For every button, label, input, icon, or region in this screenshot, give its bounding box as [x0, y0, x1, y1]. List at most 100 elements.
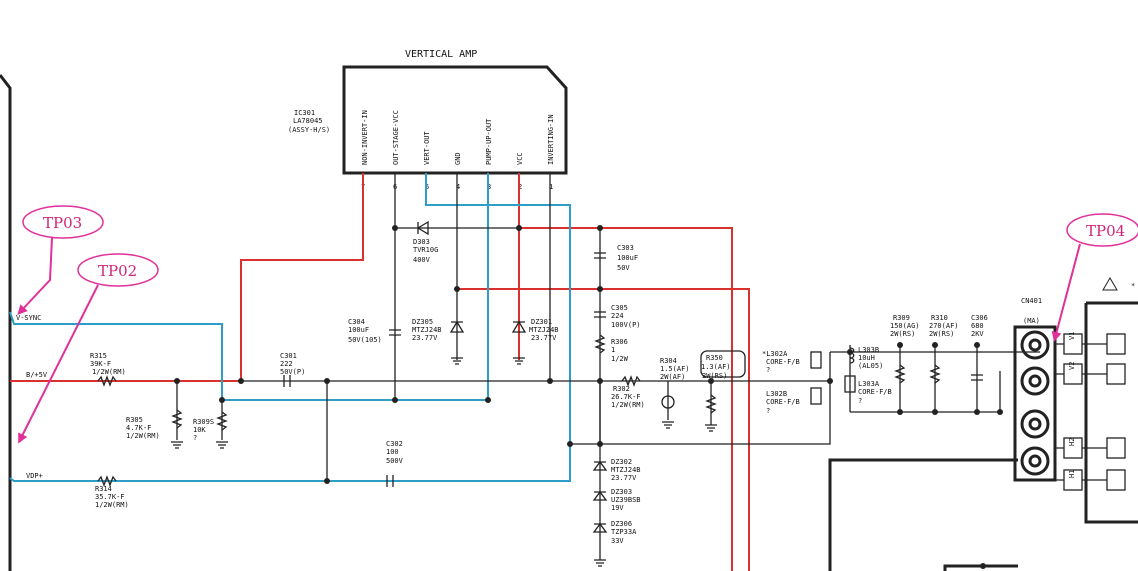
- component-symbols: [97, 220, 983, 533]
- r309-rating: 2W(RS): [890, 330, 915, 338]
- dz303-zener-icon: [592, 490, 608, 501]
- pin-label: NON-INVERT-IN: [361, 110, 369, 165]
- dz306-zener-icon: [592, 522, 608, 533]
- l302a-ref: *L302A: [762, 350, 788, 358]
- r306-ref: R306: [611, 338, 628, 346]
- c301-capacitor-icon: [283, 375, 291, 387]
- left-module-outline: [0, 74, 12, 571]
- ic-ref: IC301: [294, 109, 315, 117]
- connector-traces: [828, 458, 1018, 571]
- dz302-zener-icon: [592, 460, 608, 471]
- dz301-value: MTZJ24B: [529, 326, 559, 334]
- cn401-value: (MA): [1023, 317, 1040, 325]
- pin-label: OUT-STAGE-VCC: [392, 110, 400, 165]
- c304-rating: 50V(105): [348, 336, 382, 344]
- c304-value: 100uF: [348, 326, 369, 334]
- r309s-value: 10K: [193, 426, 206, 434]
- tp02-callout: TP02: [18, 253, 159, 444]
- c305-capacitor-icon: [594, 311, 606, 318]
- c306-value: 680: [971, 322, 984, 330]
- ic-assy: (ASSY-H/S): [288, 126, 330, 134]
- r350-resistor-icon: [705, 394, 717, 414]
- r309-value: 150(AG): [890, 322, 920, 330]
- dz303-rating: 19V: [611, 504, 624, 512]
- l302b-rating: ?: [766, 407, 770, 415]
- l302b-ref: L302B: [766, 390, 787, 398]
- c305-value: 224: [611, 312, 624, 320]
- dz302-ref: DZ302: [611, 458, 632, 466]
- c303-rating: 50V: [617, 264, 630, 272]
- tp02-label: TP02: [98, 262, 137, 280]
- r304-fuse-resistor-icon: [661, 395, 675, 409]
- l303a-value: CORE-F/B: [858, 388, 892, 396]
- r305-ref: R305: [126, 416, 143, 424]
- r306-value: 1: [611, 346, 615, 354]
- r315-rating: 1/2W(RM): [92, 368, 126, 376]
- dz306-ref: DZ306: [611, 520, 632, 528]
- l303b-inductor-icon: [849, 347, 855, 364]
- c304-ref: C304: [348, 318, 365, 326]
- c304-capacitor-icon: [389, 329, 401, 336]
- r309s-ref: R309S: [193, 418, 214, 426]
- r309-ref: R309: [893, 314, 910, 322]
- l303b-value: 10uH: [858, 354, 875, 362]
- c305-ref: C305: [611, 304, 628, 312]
- c306-rating: 2KV: [971, 330, 984, 338]
- c301-value: 222: [280, 360, 293, 368]
- c303-capacitor-icon: [594, 252, 606, 259]
- r350-ref: R350: [706, 354, 723, 362]
- r302-rating: 1/2W(RM): [611, 401, 645, 409]
- dz305-zener-icon: [449, 320, 465, 333]
- dz302-value: MTZJ24B: [611, 466, 641, 474]
- r314-value: 35.7K-F: [95, 493, 125, 501]
- pin-number: 4: [456, 183, 460, 191]
- pin-number: 2: [518, 183, 522, 191]
- pin-number: 3: [487, 183, 491, 191]
- c302-rating: 500V: [386, 457, 404, 465]
- r309s-resistor-icon: [216, 411, 228, 431]
- c305-rating: 100V(P): [611, 321, 641, 329]
- r302-ref: R302: [613, 385, 630, 393]
- dz301-rating: 23.77V: [531, 334, 557, 342]
- c301-ref: C301: [280, 352, 297, 360]
- ground-symbols: [171, 357, 717, 567]
- r305-resistor-icon: [171, 409, 183, 429]
- warning-icon: [1102, 277, 1118, 291]
- warning-asterisk: *: [1131, 282, 1135, 290]
- connector-pin-label: V2: [1068, 362, 1076, 370]
- pin-number: 1: [549, 183, 553, 191]
- dz306-rating: 33V: [611, 537, 624, 545]
- c302-ref: C302: [386, 440, 403, 448]
- tp04-callout: TP04: [1051, 213, 1138, 342]
- r306-resistor-icon: [594, 334, 606, 354]
- c306-ref: C306: [971, 314, 988, 322]
- r315-resistor-icon: [97, 375, 117, 387]
- r306-rating: 1/2W: [611, 355, 629, 363]
- component-labels: D303 TVR10G 400V C303 100uF 50V C304 100…: [90, 238, 1042, 545]
- d303-value: TVR10G: [413, 246, 438, 254]
- r314-rating: 1/2W(RM): [95, 501, 129, 509]
- c302-capacitor-icon: [386, 475, 394, 487]
- junction-dots: [174, 225, 1003, 569]
- c303-ref: C303: [617, 244, 634, 252]
- signal-vdp: VDP+: [26, 472, 43, 480]
- dz305-ref: DZ305: [412, 318, 433, 326]
- pin-number: 5: [425, 183, 429, 191]
- r309s-rating: ?: [193, 434, 197, 442]
- r314-resistor-icon: [97, 475, 117, 487]
- l302a-rating: ?: [766, 366, 770, 374]
- dz303-value: UZ39BSB: [611, 496, 641, 504]
- r304-value: 1.5(AF): [660, 365, 690, 373]
- tp04-label: TP04: [1086, 222, 1125, 240]
- pin-label: VCC: [516, 152, 524, 165]
- l303b-rating: (AL05): [858, 362, 883, 370]
- connector-pin-label: H2: [1068, 438, 1076, 446]
- tp03-label: TP03: [43, 214, 82, 232]
- cn401-ref: CN401: [1021, 297, 1042, 305]
- r315-value: 39K-F: [90, 360, 111, 368]
- signal-b-5v: B/+5V: [26, 371, 48, 379]
- r315-ref: R315: [90, 352, 107, 360]
- ic-box: [342, 65, 568, 175]
- black-wires: [176, 173, 1040, 560]
